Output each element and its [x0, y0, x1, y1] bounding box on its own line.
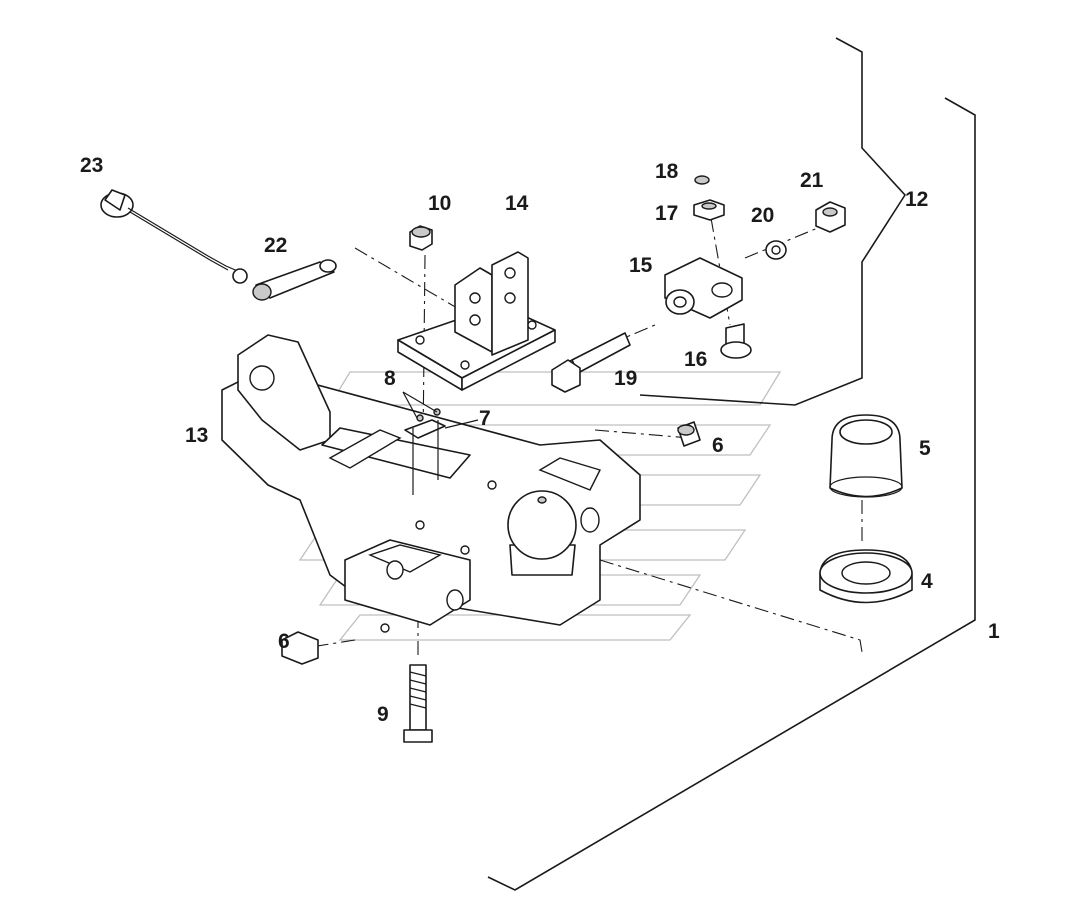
bolt-16 [720, 323, 752, 359]
callout-17: 17 [655, 202, 678, 225]
callout-6-upper: 6 [712, 434, 724, 457]
callout-14: 14 [505, 192, 529, 215]
callout-9: 9 [377, 703, 389, 726]
callout-22: 22 [264, 234, 287, 257]
callout-15: 15 [629, 254, 653, 277]
callout-19: 19 [614, 367, 637, 390]
bolt-9 [403, 664, 433, 743]
callout-21: 21 [800, 169, 824, 192]
spacer-ring-4 [819, 549, 913, 604]
callout-16: 16 [684, 348, 707, 371]
lock-nut-10 [409, 225, 433, 251]
callout-1: 1 [988, 620, 1000, 643]
hitch-body-13 [221, 334, 641, 633]
washer-20 [765, 240, 787, 260]
callout-23: 23 [80, 154, 103, 177]
ball-cover-5 [829, 414, 903, 498]
nut-17 [693, 199, 725, 221]
callouts: 1 4 5 6 6 7 8 9 10 12 13 14 15 16 17 18 … [80, 154, 1000, 726]
tow-ball [507, 490, 577, 576]
callout-18: 18 [655, 160, 679, 183]
assembly-bracket-12 [639, 37, 907, 406]
callout-6-lower: 6 [278, 630, 290, 653]
lynch-pin-23 [100, 189, 248, 284]
assembly-bracket-1 [487, 97, 976, 891]
leader-lines [402, 391, 479, 429]
mounting-bracket-14 [397, 251, 556, 391]
callout-20: 20 [751, 204, 774, 227]
callout-4: 4 [921, 570, 933, 593]
washer-18 [694, 175, 710, 185]
callout-8: 8 [384, 367, 396, 390]
callout-13: 13 [185, 424, 208, 447]
bolt-19 [551, 332, 631, 393]
pin-22 [252, 259, 337, 301]
callout-7: 7 [479, 407, 491, 430]
plug-6-upper [677, 421, 701, 447]
callout-12: 12 [905, 188, 928, 211]
clevis-15 [664, 257, 743, 319]
nut-21 [815, 201, 846, 233]
callout-5: 5 [919, 437, 931, 460]
plug-6-lower [281, 631, 319, 665]
callout-10: 10 [428, 192, 451, 215]
